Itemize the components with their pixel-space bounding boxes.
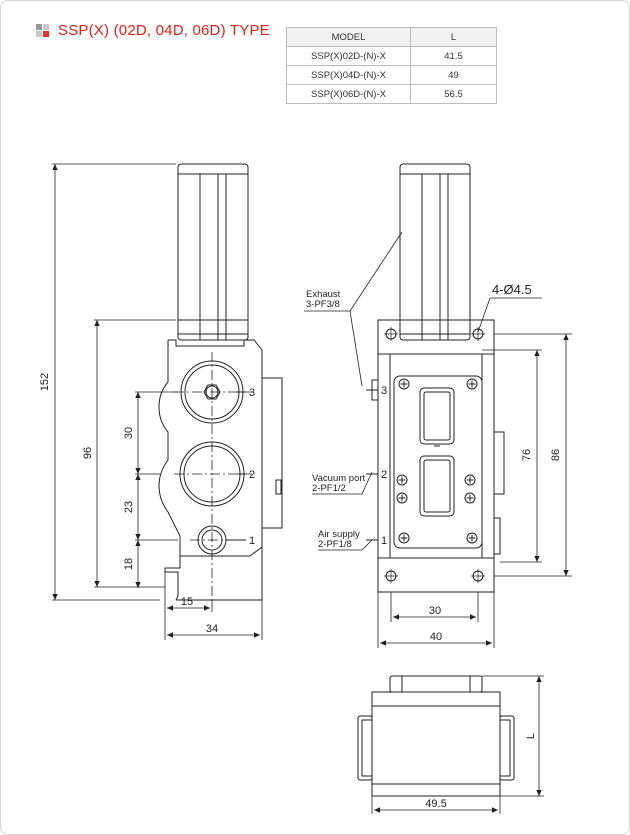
vacuum-label: Vacuum port [312,473,366,484]
front-port-label-3: 3 [381,385,387,397]
title-block: SSP(X) (02D, 04D, 06D) TYPE [36,22,270,39]
dim-152: 152 [39,373,51,391]
side-plate [261,377,283,529]
holes-leader [477,297,542,333]
front-window-upper [419,387,455,445]
front-view [304,163,572,648]
bottom-boss-right [499,715,515,781]
holes-label: 4-Ø4.5 [492,282,532,297]
table-row: SSP(X)04D-(N)-X 49 [286,65,497,85]
bottom-view [357,675,544,814]
table-row: SSP(X)06D-(N)-X 56.5 [286,84,497,104]
dim-30-front: 30 [429,605,441,617]
dim-15: 15 [181,596,193,608]
dim-96: 96 [82,447,94,459]
bottom-top-cap [389,675,483,693]
air-leader [318,539,373,551]
dim-18: 18 [123,558,135,570]
page-title: SSP(X) (02D, 04D, 06D) TYPE [58,22,270,39]
bottom-boss-left [357,715,373,781]
cell-l: 56.5 [410,84,497,104]
air-spec: 2-PF1/8 [318,539,352,550]
model-table: MODEL L SSP(X)02D-(N)-X 41.5 SSP(X)04D-(… [286,27,497,104]
side-view [52,163,283,640]
dim-34: 34 [206,623,218,635]
vacuum-spec: 2-PF1/2 [312,483,346,494]
screw-icons [396,378,478,544]
table-header-row: MODEL L [286,27,497,47]
mounting-holes [384,327,485,583]
front-cylinder [399,163,471,341]
dim-l: L [525,733,537,739]
air-label: Air supply [318,529,360,540]
dim-23: 23 [123,501,135,513]
front-bottom-plate [377,557,495,593]
side-port-label-2: 2 [249,469,255,481]
exhaust-spec: 3-PF3/8 [306,299,340,310]
title-bullet-icon [36,23,50,38]
dim-49-5: 49.5 [425,798,446,810]
dim-86: 86 [550,449,562,461]
side-port-label-3: 3 [249,387,255,399]
header-l: L [410,27,497,47]
exhaust-leader [304,310,363,387]
side-cylinder [177,163,249,341]
front-window-lower [419,455,455,517]
side-body-outline [158,339,263,601]
bottom-body [371,691,501,797]
dim-30-side: 30 [123,427,135,439]
front-port-label-2: 2 [381,469,387,481]
exhaust-label: Exhaust [306,289,341,300]
dim-40: 40 [430,631,442,643]
vacuum-leader [312,471,373,495]
side-port-label-1: 1 [249,535,255,547]
front-inner-plate [393,375,483,549]
front-port-label-1: 1 [381,535,387,547]
dim-76: 76 [521,449,533,461]
